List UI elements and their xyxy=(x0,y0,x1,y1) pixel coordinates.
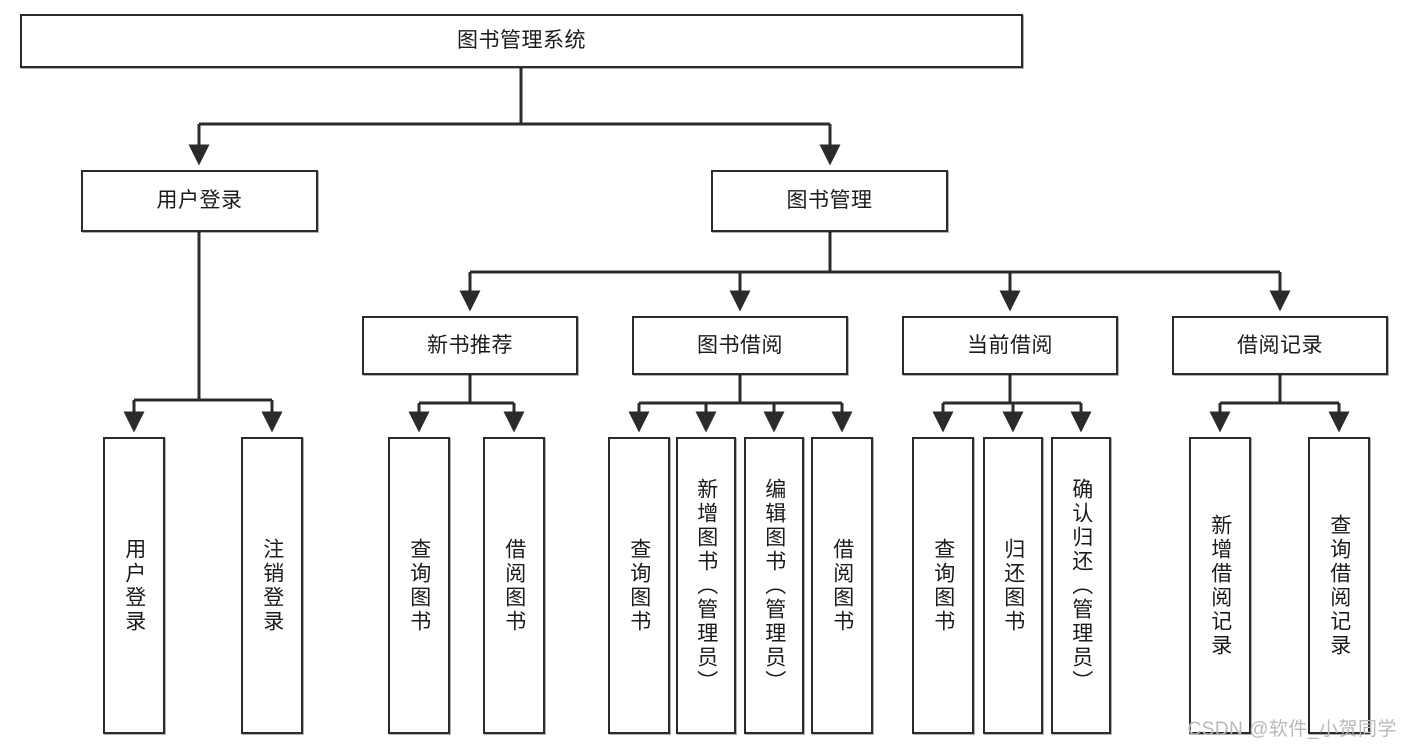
connector-group-book-borrow xyxy=(628,375,853,433)
leaf-borrow-book-recommend-label: 借阅图书 xyxy=(502,537,526,634)
node-new-book-recommend[interactable]: 新书推荐 xyxy=(362,316,578,375)
node-user-login[interactable]: 用户登录 xyxy=(81,170,318,232)
leaf-confirm-return-admin-label: 确认归还（管理员） xyxy=(1069,477,1093,694)
node-root[interactable]: 图书管理系统 xyxy=(20,14,1023,68)
node-user-login-label: 用户登录 xyxy=(156,189,243,213)
node-book-manage-label: 图书管理 xyxy=(786,189,873,213)
connector-group-current-borrow xyxy=(932,375,1092,433)
connector-group-book-manage xyxy=(459,232,1291,312)
leaf-user-login-label: 用户登录 xyxy=(122,537,146,634)
node-new-book-recommend-label: 新书推荐 xyxy=(427,333,513,357)
connector-group-borrow-record xyxy=(1209,375,1350,433)
leaf-confirm-return-admin[interactable]: 确认归还（管理员） xyxy=(1051,437,1111,734)
csdn-watermark: CSDN @软件_小贺同学 xyxy=(1187,719,1397,740)
leaf-logout-login-label: 注销登录 xyxy=(260,537,284,634)
node-current-borrow-label: 当前借阅 xyxy=(967,333,1053,357)
node-book-manage[interactable]: 图书管理 xyxy=(711,170,948,232)
leaf-query-book-borrow[interactable]: 查询图书 xyxy=(608,437,670,734)
leaf-add-borrow-record[interactable]: 新增借阅记录 xyxy=(1189,437,1251,734)
leaf-query-book-recommend-label: 查询图书 xyxy=(407,537,431,634)
leaf-borrow-book[interactable]: 借阅图书 xyxy=(811,437,873,734)
leaf-edit-book-admin[interactable]: 编辑图书（管理员） xyxy=(744,437,804,734)
leaf-borrow-book-label: 借阅图书 xyxy=(830,537,854,634)
leaf-query-borrow-record-label: 查询借阅记录 xyxy=(1327,513,1351,658)
leaf-query-book-current[interactable]: 查询图书 xyxy=(912,437,974,734)
leaf-return-book[interactable]: 归还图书 xyxy=(983,437,1043,734)
leaf-query-book-borrow-label: 查询图书 xyxy=(627,537,651,634)
leaf-query-book-recommend[interactable]: 查询图书 xyxy=(388,437,450,734)
leaf-logout-login[interactable]: 注销登录 xyxy=(241,437,303,734)
node-current-borrow[interactable]: 当前借阅 xyxy=(902,316,1118,375)
node-root-label: 图书管理系统 xyxy=(457,29,586,53)
leaf-add-book-admin[interactable]: 新增图书（管理员） xyxy=(676,437,736,734)
leaf-add-borrow-record-label: 新增借阅记录 xyxy=(1208,513,1232,658)
node-book-borrow[interactable]: 图书借阅 xyxy=(632,316,848,375)
node-book-borrow-label: 图书借阅 xyxy=(697,333,783,357)
leaf-query-borrow-record[interactable]: 查询借阅记录 xyxy=(1308,437,1370,734)
leaf-return-book-label: 归还图书 xyxy=(1001,537,1025,634)
connector-group-root xyxy=(188,68,841,166)
leaf-borrow-book-recommend[interactable]: 借阅图书 xyxy=(483,437,545,734)
node-borrow-record-label: 借阅记录 xyxy=(1237,333,1323,357)
leaf-edit-book-admin-label: 编辑图书（管理员） xyxy=(762,477,786,694)
leaf-user-login[interactable]: 用户登录 xyxy=(103,437,165,734)
leaf-add-book-admin-label: 新增图书（管理员） xyxy=(694,477,718,694)
leaf-query-book-current-label: 查询图书 xyxy=(931,537,955,634)
connector-group-new-book-recommend xyxy=(408,375,525,433)
connector-group-user-login xyxy=(123,232,283,433)
node-borrow-record[interactable]: 借阅记录 xyxy=(1172,316,1388,375)
